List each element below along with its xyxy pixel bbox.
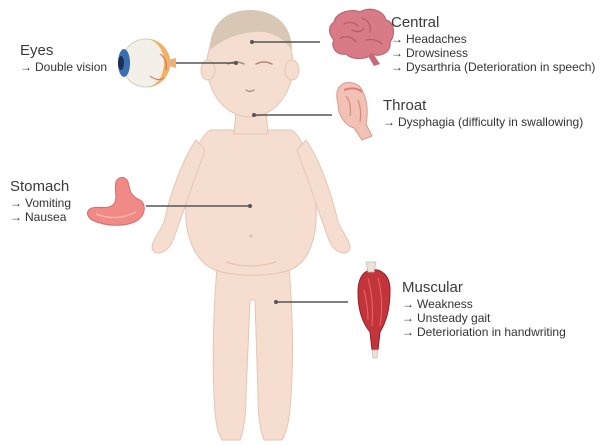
right-ear <box>285 60 299 80</box>
eyes-title: Eyes <box>20 42 107 60</box>
muscle-icon <box>358 262 390 358</box>
stomach-item: →Vomiting <box>10 196 71 210</box>
arrow-icon: → <box>391 46 403 60</box>
central-item: →Headaches <box>391 32 595 46</box>
torso <box>186 130 317 275</box>
throat-item: →Dysphagia (difficulty in swallowing) <box>383 115 583 129</box>
eyes-item: →Double vision <box>20 60 107 74</box>
eyes-label-group: Eyes →Double vision <box>20 42 107 74</box>
brain-icon <box>330 9 394 66</box>
throat-icon <box>337 83 372 140</box>
arrow-icon: → <box>383 115 395 129</box>
arrow-icon: → <box>10 196 22 210</box>
navel <box>249 234 253 238</box>
central-label-group: Central →Headaches →Drowsiness →Dysarthr… <box>391 14 595 74</box>
eyeball-icon <box>118 39 176 87</box>
muscular-item: →Deterioriation in handwriting <box>402 325 566 339</box>
arrow-icon: → <box>391 32 403 46</box>
muscular-title: Muscular <box>402 279 566 297</box>
muscular-item: →Unsteady gait <box>402 311 566 325</box>
central-title: Central <box>391 14 595 32</box>
arrow-icon: → <box>10 210 22 224</box>
stomach-label-group: Stomach →Vomiting →Nausea <box>10 178 71 224</box>
arrow-icon: → <box>20 60 32 74</box>
arrow-icon: → <box>402 325 414 339</box>
arrow-icon: → <box>391 60 403 74</box>
muscular-label-group: Muscular →Weakness →Unsteady gait →Deter… <box>402 279 566 339</box>
stomach-icon <box>88 178 145 226</box>
central-item: →Drowsiness <box>391 46 595 60</box>
legs <box>213 255 292 440</box>
stomach-item: →Nausea <box>10 210 71 224</box>
central-item: →Dysarthria (Deterioration in speech) <box>391 60 595 74</box>
arrow-icon: → <box>402 297 414 311</box>
arrow-icon: → <box>402 311 414 325</box>
child-body-icon <box>152 10 350 440</box>
stomach-title: Stomach <box>10 178 71 196</box>
throat-title: Throat <box>383 97 583 115</box>
throat-label-group: Throat →Dysphagia (difficulty in swallow… <box>383 97 583 129</box>
muscular-item: →Weakness <box>402 297 566 311</box>
